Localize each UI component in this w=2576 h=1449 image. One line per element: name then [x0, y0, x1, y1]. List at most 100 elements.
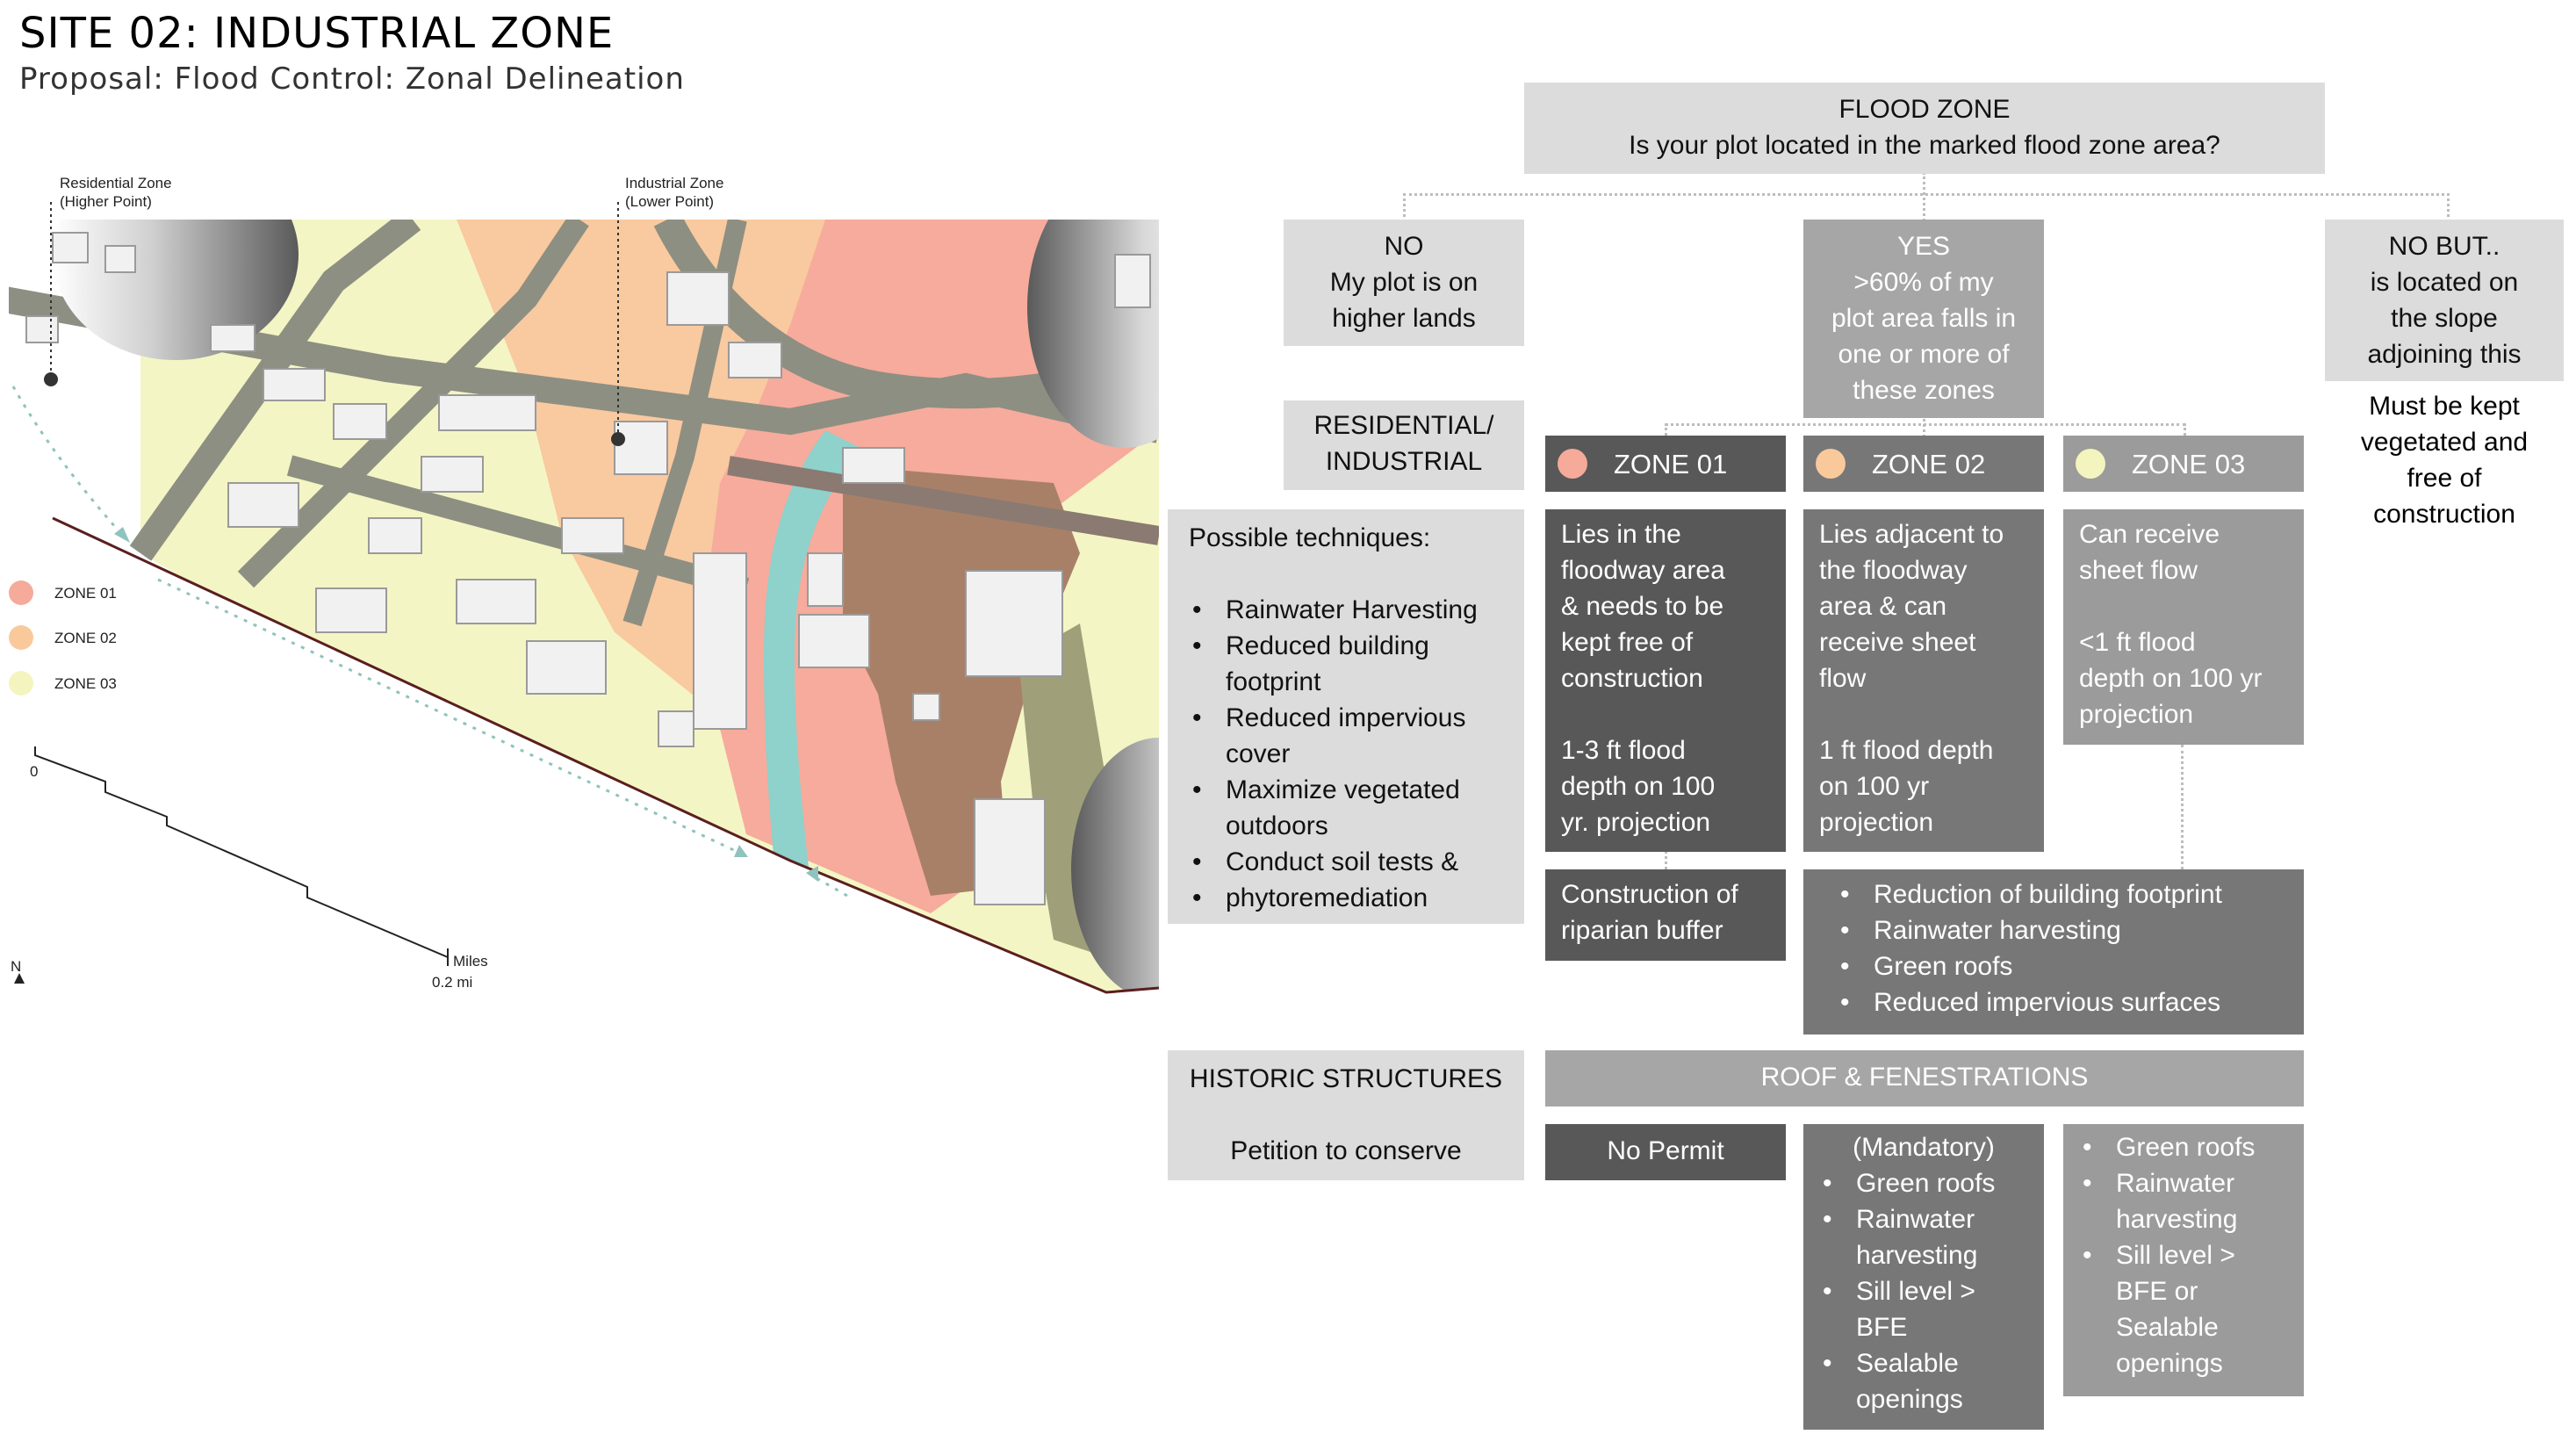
- technique-item: Maximize vegetated outdoors: [1192, 772, 1508, 844]
- desc-line: projection: [2079, 700, 2194, 729]
- mandatory-title: (Mandatory): [1853, 1133, 1995, 1162]
- no-but-label: NO BUT..: [2388, 232, 2500, 261]
- roof-label: ROOF & FENESTRATIONS: [1760, 1063, 2089, 1092]
- reduction-measures-box: Reduction of building footprint Rainwate…: [1803, 869, 2304, 1034]
- zone03-swatch: [9, 671, 33, 696]
- riparian-line: Construction of: [1561, 880, 1738, 909]
- zone01-description: Lies in the floodway area & needs to be …: [1545, 509, 1786, 852]
- industrial-label-line2: (Lower Point): [625, 193, 715, 210]
- desc-line: sheet flow: [2079, 556, 2198, 585]
- desc-line: 1-3 ft flood: [1561, 736, 1686, 765]
- zone03-recommendations-list: Green roofs Rainwater harvesting Sill le…: [2079, 1129, 2288, 1381]
- desc-line: [2079, 588, 2288, 624]
- desc-line: flow: [1819, 664, 1867, 693]
- mandatory-item: Sill level > BFE: [1823, 1273, 2028, 1345]
- connector: [1403, 193, 2450, 222]
- answer-no-but-box: NO BUT.. is located on the slope adjoini…: [2325, 220, 2564, 381]
- technique-item: Rainwater Harvesting: [1192, 592, 1508, 628]
- mandatory-item: Rainwater harvesting: [1823, 1201, 2028, 1273]
- no-text-line: My plot is on: [1329, 268, 1479, 297]
- zone01-swatch: [9, 580, 33, 605]
- map-legend: ZONE 01 ZONE 02 ZONE 03: [9, 571, 117, 706]
- zone01-dot: [1558, 449, 1587, 479]
- desc-line: construction: [1561, 664, 1703, 693]
- site-map-graphic: [9, 202, 1160, 994]
- no-but-text-line: the slope: [2391, 304, 2498, 333]
- desc-line: depth on 100 yr: [2079, 664, 2263, 693]
- connector: [1665, 423, 2186, 440]
- zone03-recommendations-box: Green roofs Rainwater harvesting Sill le…: [2063, 1124, 2304, 1396]
- technique-item: Conduct soil tests &: [1192, 844, 1508, 880]
- note-line: free of: [2407, 464, 2482, 493]
- yes-text-line: one or more of: [1838, 340, 2010, 369]
- desc-line: yr. projection: [1561, 808, 1711, 837]
- note-line: Must be kept: [2369, 392, 2520, 421]
- industrial-zone-label: Industrial Zone (Lower Point): [625, 174, 723, 211]
- riparian-line: riparian buffer: [1561, 916, 1723, 945]
- answer-no-box: NO My plot is on higher lands: [1284, 220, 1524, 346]
- desc-line: 1 ft flood depth: [1819, 736, 1994, 765]
- note-line: construction: [2373, 500, 2515, 529]
- reduction-item: Green roofs: [1840, 948, 2288, 984]
- desc-line: depth on 100: [1561, 772, 1716, 801]
- legend-item-zone03: ZONE 03: [9, 660, 117, 706]
- flood-zone-question-text: Is your plot located in the marked flood…: [1629, 131, 2220, 160]
- mandatory-box: (Mandatory) Green roofs Rainwater harves…: [1803, 1124, 2044, 1430]
- desc-line: receive sheet: [1819, 628, 1976, 657]
- industrial-label-line1: Industrial Zone: [625, 175, 724, 191]
- desc-line: kept free of: [1561, 628, 1694, 657]
- residential-industrial-box: RESIDENTIAL/ INDUSTRIAL: [1284, 400, 1524, 490]
- technique-item: Reduced impervious cover: [1192, 700, 1508, 772]
- desc-line: [1819, 696, 2028, 732]
- page-title: SITE 02: INDUSTRIAL ZONE: [19, 9, 615, 58]
- reduction-item: Reduced impervious surfaces: [1840, 984, 2288, 1020]
- scale-value-label: 0.2 mi: [432, 974, 473, 991]
- legend-label: ZONE 01: [54, 584, 117, 602]
- desc-line: & needs to be: [1561, 592, 1724, 621]
- historic-structures-box: HISTORIC STRUCTURES Petition to conserve: [1168, 1050, 1524, 1180]
- recommendation-item: Rainwater harvesting: [2083, 1165, 2288, 1237]
- no-text-line: higher lands: [1332, 304, 1476, 333]
- mandatory-list: Green roofs Rainwater harvesting Sill le…: [1819, 1165, 2028, 1417]
- no-permit-label: No Permit: [1607, 1136, 1724, 1165]
- legend-item-zone01: ZONE 01: [9, 571, 117, 615]
- legend-label: ZONE 03: [54, 674, 117, 692]
- flood-zone-question: FLOOD ZONE Is your plot located in the m…: [1524, 83, 2325, 174]
- yes-text-line: these zones: [1853, 376, 1995, 405]
- north-arrow-label: N: [11, 958, 22, 975]
- desc-line: Lies adjacent to: [1819, 520, 2004, 549]
- desc-line: Lies in the: [1561, 520, 1681, 549]
- yes-text-line: plot area falls in: [1831, 304, 2017, 333]
- desc-line: projection: [1819, 808, 1934, 837]
- desc-line: <1 ft flood: [2079, 628, 2196, 657]
- yes-label: YES: [1896, 232, 1951, 261]
- flood-zone-title: FLOOD ZONE: [1838, 95, 2011, 124]
- residential-label-line1: Residential Zone: [60, 175, 172, 191]
- connector: [1665, 845, 1668, 869]
- no-but-text-line: is located on: [2370, 268, 2519, 297]
- legend-label: ZONE 02: [54, 629, 117, 646]
- historic-title: HISTORIC STRUCTURES: [1189, 1064, 1503, 1093]
- desc-line: the floodway: [1819, 556, 1968, 585]
- recommendation-item: Green roofs: [2083, 1129, 2288, 1165]
- note-line: vegetated and: [2360, 428, 2529, 457]
- reduction-item: Rainwater harvesting: [1840, 912, 2288, 948]
- possible-techniques-box: Possible techniques: Rainwater Harvestin…: [1168, 509, 1524, 924]
- connector: [2181, 745, 2184, 869]
- answer-yes-box: YES >60% of my plot area falls in one or…: [1803, 220, 2044, 418]
- connector: [1923, 172, 1926, 221]
- technique-item: Reduced building footprint: [1192, 628, 1508, 700]
- residential-zone-label: Residential Zone (Higher Point): [60, 174, 172, 211]
- techniques-list: Rainwater Harvesting Reduced building fo…: [1189, 592, 1508, 916]
- recommendation-item: Sill level > BFE or Sealable openings: [2083, 1237, 2288, 1381]
- zone03-dot: [2076, 449, 2105, 479]
- no-label: NO: [1384, 232, 1424, 261]
- zone01-header: ZONE 01: [1545, 436, 1786, 492]
- zone03-header: ZONE 03: [2063, 436, 2304, 492]
- no-permit-box: No Permit: [1545, 1124, 1786, 1180]
- technique-item: phytoremediation: [1192, 880, 1508, 916]
- desc-line: [1561, 696, 1770, 732]
- no-but-text-line: adjoining this: [2367, 340, 2522, 369]
- desc-line: on 100 yr: [1819, 772, 1930, 801]
- desc-line: area & can: [1819, 592, 1947, 621]
